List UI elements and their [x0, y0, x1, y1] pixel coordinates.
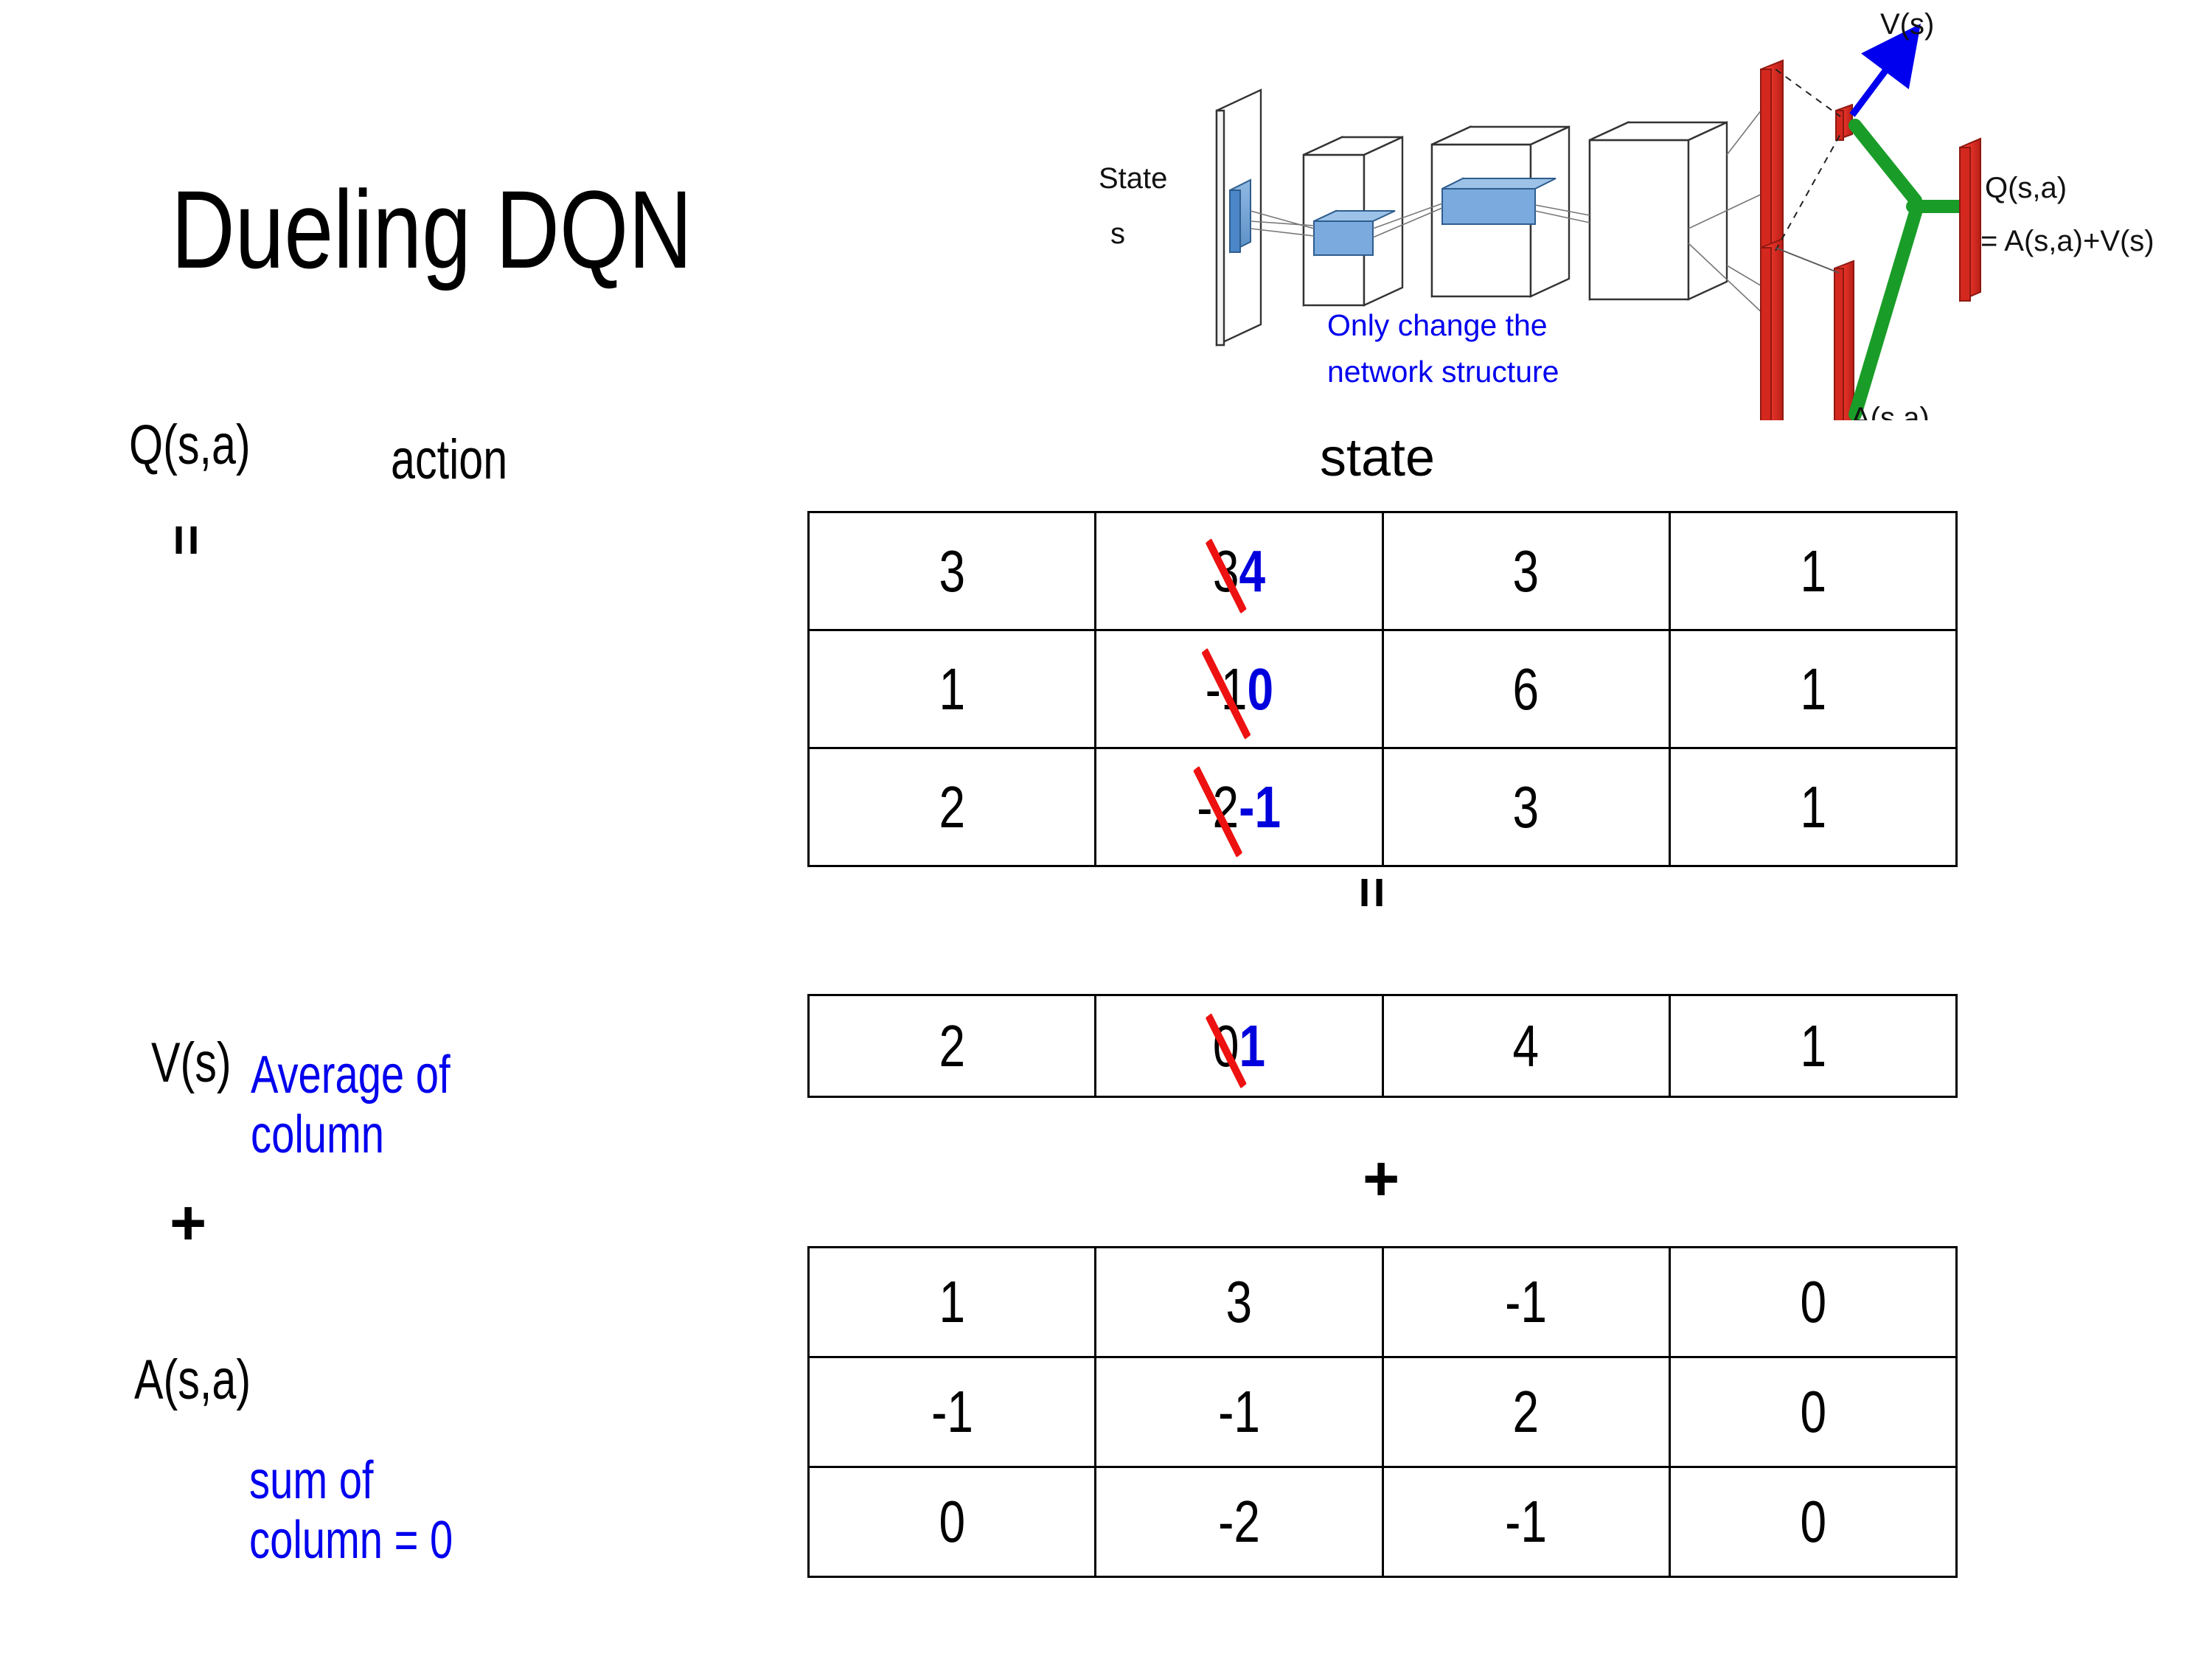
- table-cell: 2: [1381, 1356, 1671, 1468]
- q-function-label: Q(s,a): [129, 414, 251, 476]
- table-cell: 3: [1094, 1246, 1384, 1358]
- cell-value: 2: [939, 773, 965, 840]
- cell-value: 4: [1512, 1012, 1540, 1079]
- a-table-body: 1 3 -1 0 -1 -1 2 0 0 -2 -1 0: [807, 1246, 1958, 1578]
- cell-value: -1: [1505, 1489, 1548, 1554]
- a-value-table: 1 3 -1 0 -1 -1 2 0 0 -2 -1 0: [807, 1246, 1958, 1578]
- cell-value: 3: [939, 538, 965, 604]
- cell-value: 1: [939, 655, 965, 722]
- equals-operator-middle: =: [1342, 876, 1404, 909]
- diagram-v-label: V(s): [1880, 8, 1934, 41]
- table-row: -1 -1 2 0: [807, 1356, 1958, 1468]
- table-cell: 6: [1381, 629, 1671, 749]
- cell-value: -1: [1217, 1379, 1260, 1444]
- table-cell: 0: [1668, 1466, 1958, 1578]
- table-cell-edited: 34: [1094, 511, 1384, 631]
- dueling-network-diagram: State s V(s) A(s,a) Q(s,a) = A(s,a)+V(s)…: [1099, 7, 2212, 420]
- table-cell: -1: [1094, 1356, 1384, 1468]
- table-cell: -1: [1381, 1246, 1671, 1358]
- cell-value: 1: [1800, 538, 1826, 604]
- table-cell: -1: [807, 1356, 1097, 1468]
- diagram-a-label: A(s,a): [1851, 402, 1930, 420]
- struck-old-value: 3: [1212, 538, 1239, 604]
- struck-old-value: -1: [1205, 655, 1248, 722]
- corrected-new-value: -1: [1239, 773, 1281, 840]
- table-cell: 3: [807, 511, 1097, 631]
- plus-operator-middle: +: [1363, 1144, 1400, 1214]
- action-axis-label: action: [391, 428, 508, 491]
- table-cell: 1: [1668, 994, 1958, 1098]
- diagram-q-formula: = A(s,a)+V(s): [1980, 225, 2154, 257]
- plus-operator-left: +: [170, 1188, 207, 1259]
- cell-value: -1: [1505, 1269, 1548, 1335]
- v-function-label: V(s): [151, 1032, 232, 1094]
- average-note-line1: Average of: [251, 1046, 451, 1105]
- average-of-column-note: Average of column: [251, 1046, 451, 1164]
- cell-value: 1: [939, 1269, 965, 1335]
- table-cell: 2: [807, 747, 1097, 867]
- diagram-note-line1: Only change the: [1327, 308, 1548, 342]
- diagram-state-sublabel: s: [1110, 218, 1125, 250]
- table-cell: 1: [1668, 747, 1958, 867]
- table-cell: 1: [1668, 629, 1958, 749]
- diagram-state-label: State: [1099, 162, 1167, 195]
- table-row: 1 3 -1 0: [807, 1246, 1958, 1358]
- corrected-new-value: 1: [1239, 1012, 1265, 1079]
- table-cell-edited: -10: [1094, 629, 1384, 749]
- diagram-note-line2: network structure: [1327, 355, 1559, 389]
- table-cell: 2: [807, 994, 1097, 1098]
- table-cell: 4: [1381, 994, 1671, 1098]
- a-function-label: A(s,a): [134, 1349, 251, 1411]
- table-cell: -1: [1381, 1466, 1671, 1578]
- cell-value: -1: [931, 1379, 973, 1444]
- cell-value: 1: [1800, 655, 1826, 722]
- cell-value: 0: [939, 1489, 965, 1554]
- page-title: Dueling DQN: [171, 167, 692, 291]
- table-cell: -2: [1094, 1466, 1384, 1578]
- table-cell: 1: [807, 629, 1097, 749]
- table-cell: 0: [1668, 1246, 1958, 1358]
- cell-value: 1: [1800, 1012, 1826, 1079]
- cell-value: 0: [1800, 1489, 1826, 1554]
- struck-old-value: -2: [1197, 773, 1239, 840]
- sum-of-column-note: sum of column = 0: [249, 1451, 453, 1570]
- corrected-new-value: 4: [1239, 538, 1265, 604]
- cell-value: 6: [1512, 655, 1540, 722]
- table-cell-edited: 01: [1094, 994, 1384, 1098]
- cell-value: 2: [939, 1012, 965, 1079]
- table-cell: 3: [1381, 511, 1671, 631]
- corrected-new-value: 0: [1247, 655, 1273, 722]
- diagram-q-label: Q(s,a): [1985, 172, 2067, 204]
- cell-value: 3: [1225, 1269, 1253, 1335]
- table-cell: 0: [807, 1466, 1097, 1578]
- struck-old-value: 0: [1212, 1012, 1239, 1079]
- cell-value: 0: [1800, 1269, 1826, 1335]
- table-cell: 1: [1668, 511, 1958, 631]
- cell-value: 2: [1512, 1379, 1540, 1444]
- table-row: 0 -2 -1 0: [807, 1466, 1958, 1578]
- cell-value: 3: [1512, 538, 1540, 604]
- cell-value: 1: [1800, 773, 1826, 840]
- average-note-line2: column: [251, 1105, 385, 1164]
- table-cell: 1: [807, 1246, 1097, 1358]
- table-cell: 0: [1668, 1356, 1958, 1468]
- table-row: 2 -2-1 3 1: [807, 747, 1958, 867]
- state-axis-label: state: [1320, 428, 1436, 487]
- cell-value: 3: [1512, 773, 1540, 840]
- table-row: 1 -10 6 1: [807, 629, 1958, 749]
- table-cell: 3: [1381, 747, 1671, 867]
- cell-value: 0: [1800, 1379, 1826, 1444]
- equals-operator-left: =: [156, 524, 218, 557]
- cell-value: -2: [1217, 1489, 1260, 1554]
- sum-note-line2: column = 0: [249, 1510, 453, 1570]
- table-cell-edited: -2-1: [1094, 747, 1384, 867]
- sum-note-line1: sum of: [249, 1451, 374, 1510]
